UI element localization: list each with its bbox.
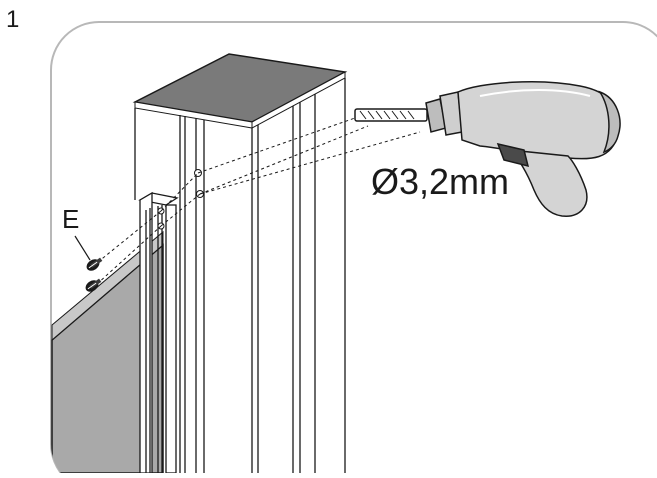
glass-panel-edge (51, 230, 164, 342)
post-left-face (134, 108, 253, 473)
guide-lines (96, 117, 421, 285)
post-right-face (257, 78, 346, 473)
step-number: 1 (6, 6, 20, 33)
part-label-e: E (62, 204, 80, 234)
drill-size-label: Ø3,2mm (371, 161, 510, 202)
part-leader-line (74, 235, 91, 261)
screw-icon (85, 257, 103, 292)
power-drill-icon (354, 81, 621, 217)
u-channel-profile (138, 191, 179, 474)
